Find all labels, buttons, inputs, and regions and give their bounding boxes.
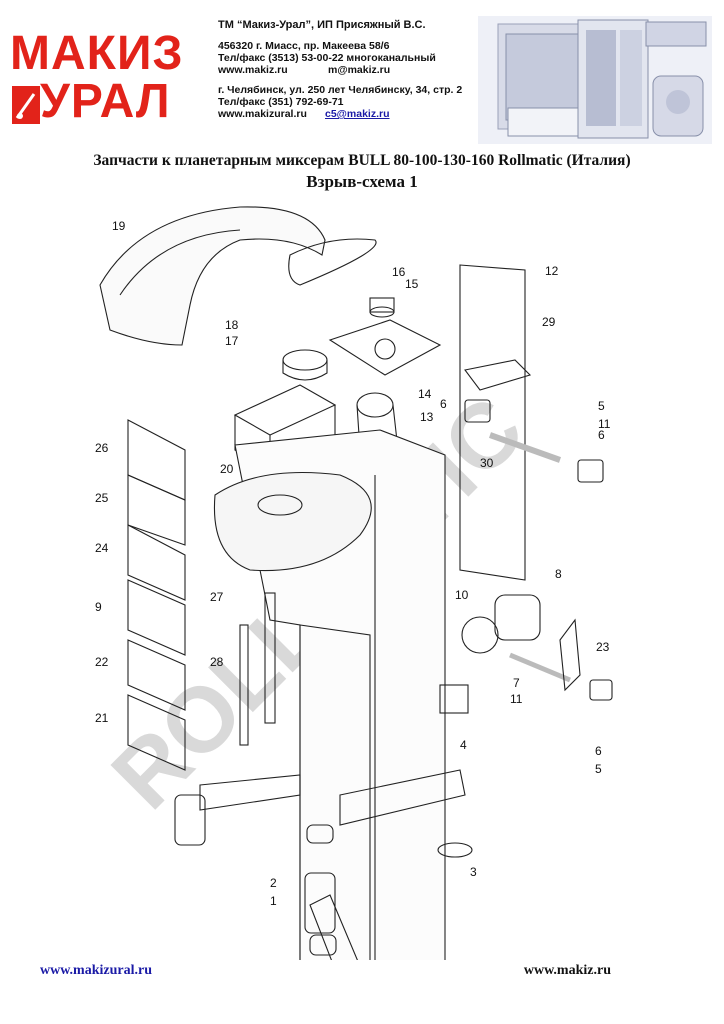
footer-link-makizural[interactable]: www.makizural.ru — [40, 963, 152, 978]
callout-2: 2 — [270, 876, 277, 890]
web-makizural[interactable]: www.makizural.ru — [218, 108, 307, 120]
callout-1: 1 — [270, 894, 277, 908]
exploded-diagram: ROLLMATIC — [93, 206, 613, 960]
callout-24: 24 — [95, 541, 109, 555]
callout-10: 10 — [455, 588, 469, 602]
callout-21: 21 — [95, 711, 109, 725]
callout-6a: 6 — [440, 397, 447, 411]
callout-22: 22 — [95, 655, 109, 669]
brand-logo-line2: УРАЛ — [40, 75, 171, 128]
web-makiz[interactable]: www.makiz.ru — [218, 64, 288, 76]
callout-5a: 5 — [598, 399, 605, 413]
callout-14: 14 — [418, 387, 432, 401]
callout-16: 16 — [392, 265, 406, 279]
email-m[interactable]: m@makiz.ru — [328, 64, 391, 76]
address-chelyabinsk: г. Челябинск, ул. 250 лет Челябинску, 34… — [218, 84, 463, 96]
phone-chelyabinsk: Тел/факс (351) 792-69-71 — [218, 96, 344, 108]
equipment-photo — [478, 16, 712, 144]
tm-line: ТМ “Макиз-Урал”, ИП Присяжный В.С. — [218, 19, 426, 31]
callout-19: 19 — [112, 219, 126, 233]
brand-logo-line1: МАКИЗ — [10, 27, 184, 80]
callout-12: 12 — [545, 264, 559, 278]
callout-6c: 6 — [595, 744, 602, 758]
callout-13: 13 — [420, 410, 434, 424]
callout-4: 4 — [460, 738, 467, 752]
page-title: Запчасти к планетарным миксерам BULL 80-… — [93, 152, 631, 169]
callout-20: 20 — [220, 462, 234, 476]
logo-mark-icon — [12, 86, 40, 124]
callout-30: 30 — [480, 456, 494, 470]
callout-23: 9 — [95, 600, 102, 614]
email-c5[interactable]: c5@makiz.ru — [325, 108, 390, 120]
callout-27: 27 — [210, 590, 224, 604]
callout-11b: 11 — [510, 692, 523, 706]
callout-15: 15 — [405, 277, 419, 291]
phone-miass: Тел/факс (3513) 53-00-22 многоканальный — [218, 52, 436, 64]
callout-11a: 11 — [598, 417, 611, 431]
callout-28: 28 — [210, 655, 224, 669]
callout-7: 7 — [513, 676, 520, 690]
page-subtitle: Взрыв-схема 1 — [306, 172, 418, 191]
callout-17: 17 — [225, 334, 239, 348]
callout-3: 3 — [470, 865, 477, 879]
callout-labels: 19 16 15 12 18 17 29 14 6 5 13 11 6 26 3… — [95, 219, 611, 908]
callout-26: 26 — [95, 441, 109, 455]
brand-logo: МАКИЗ УРАЛ — [10, 30, 210, 130]
callout-29: 29 — [542, 315, 556, 329]
footer-link-makiz[interactable]: www.makiz.ru — [523, 963, 611, 978]
callout-6b: 6 — [598, 428, 605, 442]
address-miass: 456320 г. Миасс, пр. Макеева 58/6 — [218, 40, 390, 52]
callout-8: 8 — [555, 567, 562, 581]
callout-18: 18 — [225, 318, 239, 332]
callout-25: 25 — [95, 491, 109, 505]
callout-5b: 5 — [595, 762, 602, 776]
callout-9: 23 — [596, 640, 610, 654]
